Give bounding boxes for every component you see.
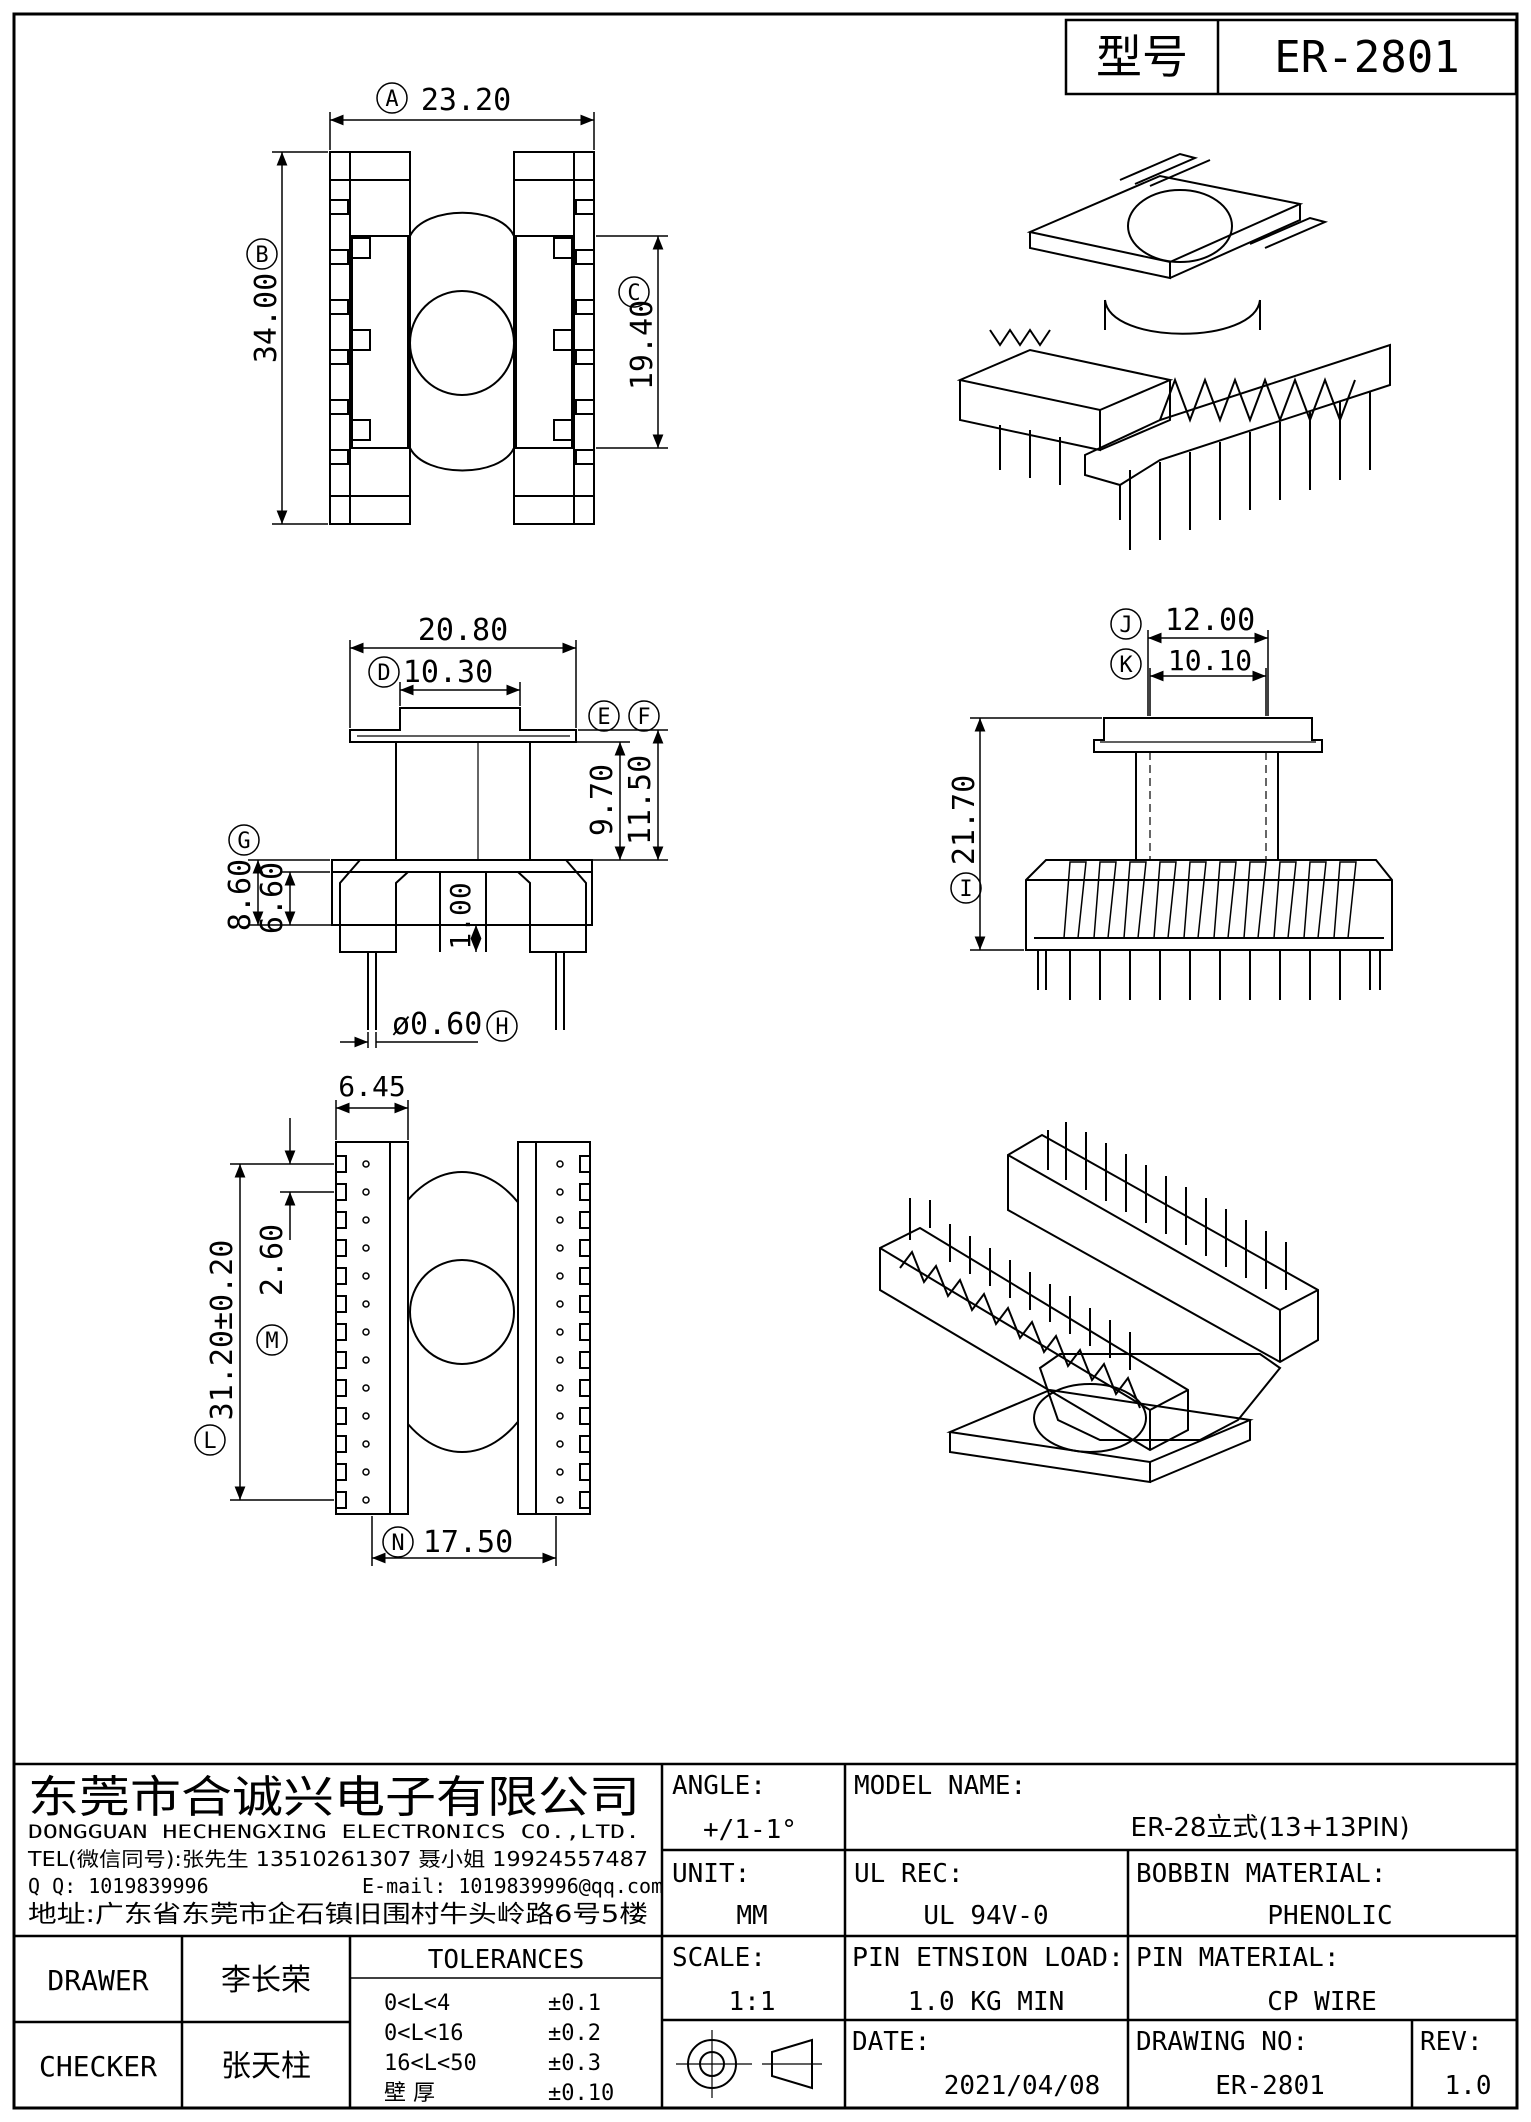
isometric-view-top xyxy=(956,152,1391,550)
dim-C-value: 19.40 xyxy=(625,300,660,390)
dim-B-value: 34.00 xyxy=(249,273,284,363)
dim-F-value: 11.50 xyxy=(623,755,658,845)
tolerance-range-3: 16<L<50 xyxy=(384,2051,477,2076)
top-view-dimensions xyxy=(272,112,668,525)
top-view-dimension-labels: A 23.20 B 34.00 C 19.40 xyxy=(246,82,660,390)
letter-B: B xyxy=(255,243,268,268)
bottom-view-dimensions xyxy=(230,1100,557,1566)
dim-I-value: 21.70 xyxy=(947,775,982,865)
dim-G2-value: 6.60 xyxy=(255,862,290,934)
tolerance-value-4: ±0.10 xyxy=(548,2081,614,2106)
drawer-label: DRAWER xyxy=(47,1964,148,1997)
rev-value: 1.0 xyxy=(1445,2071,1492,2101)
drawing-no-value: ER-2801 xyxy=(1215,2071,1325,2101)
date-label: DATE: xyxy=(852,2027,930,2057)
scale-label: SCALE: xyxy=(672,1943,766,1973)
company-qq: Q Q: 1019839996 xyxy=(28,1874,209,1898)
letter-F: F xyxy=(637,705,650,730)
checker-label: CHECKER xyxy=(39,2050,157,2083)
angle-label: ANGLE: xyxy=(672,1771,766,1801)
model-name-label: MODEL NAME: xyxy=(854,1771,1026,1801)
dim-M-value: 2.60 xyxy=(255,1224,290,1296)
header-model-box: 型号 ER-2801 xyxy=(1064,18,1518,96)
title-block-fields: ANGLE: +/1-1° MODEL NAME: ER-28立式(13+13P… xyxy=(39,1771,1491,2106)
dim-H-value: ø0.60 xyxy=(392,1007,482,1042)
dim-N-value: 17.50 xyxy=(423,1525,513,1560)
tolerance-range-1: 0<L<4 xyxy=(384,1991,450,2016)
scale-value: 1:1 xyxy=(729,1987,776,2017)
tolerance-range-2: 0<L<16 xyxy=(384,2021,463,2046)
pin-tension-value: 1.0 KG MIN xyxy=(908,1987,1065,2017)
letter-H: H xyxy=(495,1015,508,1040)
dim-D-value: 10.30 xyxy=(403,655,493,690)
date-value: 2021/04/08 xyxy=(944,2071,1101,2101)
ul-rec-value: UL 94V-0 xyxy=(923,1901,1048,1931)
type-label: 型号 xyxy=(1096,30,1188,84)
bottom-view-dimension-labels: 6.45 31.20±0.20 L 2.60 M N 17.50 xyxy=(194,1070,513,1560)
bottom-view-pins xyxy=(362,1160,564,1504)
tolerance-value-3: ±0.3 xyxy=(548,2051,601,2076)
letter-D: D xyxy=(377,661,390,686)
unit-value: MM xyxy=(736,1901,767,1931)
letter-I: I xyxy=(959,877,972,902)
drawer-value: 李长荣 xyxy=(221,1963,311,1998)
model-number: ER-2801 xyxy=(1274,32,1459,83)
company-name-cn: 东莞市合诚兴电子有限公司 xyxy=(28,1772,640,1823)
isometric-view-bottom xyxy=(879,1122,1319,1484)
pin-material-label: PIN MATERIAL: xyxy=(1136,1943,1340,1973)
front-view-dimension-labels: J 12.00 K 10.10 21.70 I xyxy=(947,603,1255,904)
tolerance-range-4: 壁 厚 xyxy=(384,2081,435,2106)
rev-label: REV: xyxy=(1420,2027,1483,2057)
angle-value: +/1-1° xyxy=(703,1815,797,1845)
letter-N: N xyxy=(391,1531,404,1556)
bottom-view xyxy=(335,1141,591,1515)
letter-A: A xyxy=(385,87,398,112)
model-name-value: ER-28立式(13+13PIN) xyxy=(1131,1813,1410,1843)
company-info: 东莞市合诚兴电子有限公司 DONGGUAN HECHENGXING ELECTR… xyxy=(27,1772,663,1928)
dim-L-value: 31.20±0.20 xyxy=(205,1240,240,1421)
side-view-dimensions xyxy=(248,640,668,1048)
tolerance-value-2: ±0.2 xyxy=(548,2021,601,2046)
side-view xyxy=(331,707,593,1030)
letter-L: L xyxy=(203,1429,216,1454)
tolerance-value-1: ±0.1 xyxy=(548,1991,601,2016)
dim-pin-row-width: 6.45 xyxy=(338,1070,405,1103)
drawing-no-label: DRAWING NO: xyxy=(1136,2027,1308,2057)
dim-A-value: 23.20 xyxy=(421,83,511,118)
letter-C: C xyxy=(627,281,640,306)
letter-E: E xyxy=(597,705,610,730)
pin-tension-label: PIN ETNSION LOAD: xyxy=(852,1943,1124,1973)
dim-G1-value: 8.60 xyxy=(223,859,258,931)
dim-E-value: 9.70 xyxy=(585,764,620,836)
front-view-dimensions xyxy=(970,630,1269,951)
dim-width-total: 20.80 xyxy=(418,613,508,648)
company-name-en: DONGGUAN HECHENGXING ELECTRONICS CO.,LTD… xyxy=(28,1821,640,1843)
side-view-dimension-labels: 20.80 D 10.30 E F 9.70 11.50 G 8.60 6.60… xyxy=(223,613,660,1042)
bobbin-material-value: PHENOLIC xyxy=(1267,1901,1392,1931)
dim-K-value: 10.10 xyxy=(1168,644,1252,677)
letter-J: J xyxy=(1119,613,1132,638)
front-view xyxy=(1025,717,1393,1000)
dim-pin-height: 1.00 xyxy=(444,882,477,949)
company-tel: TEL(微信同号):张先生 13510261307 聂小姐 1992455748… xyxy=(27,1847,648,1871)
pin-material-value: CP WIRE xyxy=(1267,1987,1377,2017)
company-email: E-mail: 1019839996@qq.com xyxy=(362,1874,663,1898)
letter-K: K xyxy=(1119,653,1133,678)
checker-value: 张天柱 xyxy=(221,2049,311,2084)
letter-M: M xyxy=(265,1329,278,1354)
company-address: 地址:广东省东莞市企石镇旧围村牛头岭路6号5楼 xyxy=(28,1900,648,1928)
letter-G: G xyxy=(237,829,250,854)
ul-rec-label: UL REC: xyxy=(854,1859,964,1889)
title-block-grid xyxy=(14,1762,1517,2108)
unit-label: UNIT: xyxy=(672,1859,750,1889)
sheet-border xyxy=(12,12,1519,2110)
tolerances-label: TOLERANCES xyxy=(428,1945,585,1975)
bobbin-material-label: BOBBIN MATERIAL: xyxy=(1136,1859,1386,1889)
top-view xyxy=(329,151,595,525)
projection-symbol-icon xyxy=(676,2030,822,2098)
dim-J-value: 12.00 xyxy=(1165,603,1255,638)
